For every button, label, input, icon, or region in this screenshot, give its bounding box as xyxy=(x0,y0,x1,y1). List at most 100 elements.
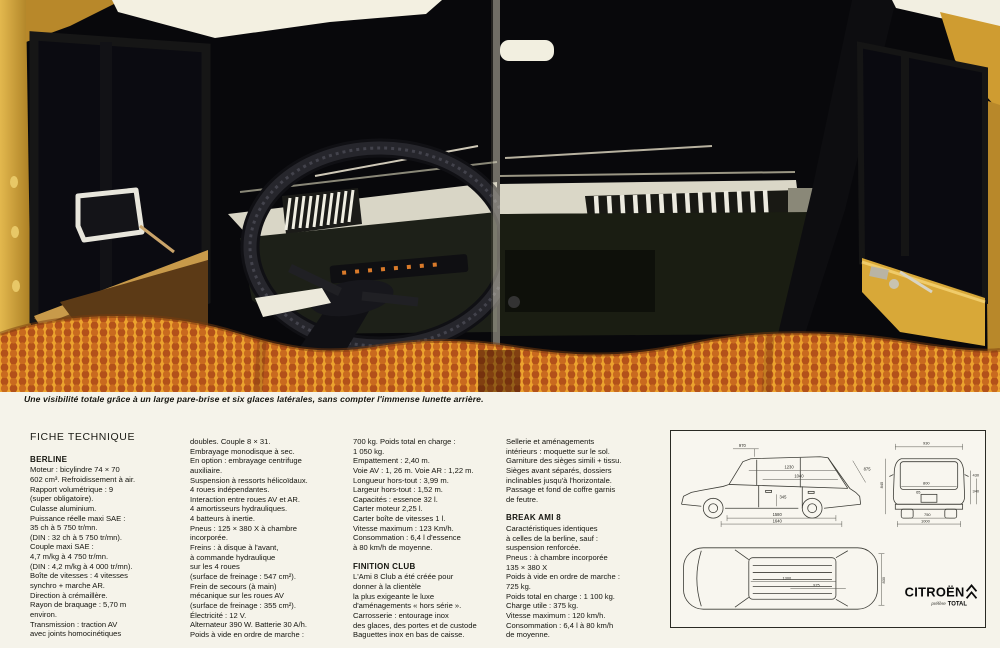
top-view-labels: 1300 975 830 xyxy=(782,575,885,587)
spec-line: de feutre. xyxy=(506,494,539,504)
prefere-label: préfère xyxy=(930,601,946,606)
rear-view-dimensions xyxy=(885,443,977,528)
dim-rear-small: 65 xyxy=(916,489,921,494)
spec-line: Vitesse maximum : 120 km/h. xyxy=(506,610,606,620)
spec-line: Capacités : essence 32 l. xyxy=(353,494,438,504)
spec-line: (DIN : 32 ch à 5 750 tr/mn). xyxy=(30,532,123,542)
spec-line: Carrosserie : entourage inox xyxy=(353,610,449,620)
dim-rear-bottom2: 1000 xyxy=(921,519,931,524)
spec-line: à commande hydraulique xyxy=(190,552,276,562)
spec-line: 35 ch à 5 750 tr/mn. xyxy=(30,523,98,533)
spec-line: mécanique sur les roues AV xyxy=(190,591,284,601)
dim-rear-inner: 800 xyxy=(923,480,930,485)
spec-line: Consommation : 6,4 l à 80 km/h xyxy=(506,620,614,630)
spec-line: doubles. Couple 8 × 31. xyxy=(190,437,271,446)
sun-visor-left xyxy=(112,0,442,38)
left-door-pillar xyxy=(0,0,122,392)
wiper-right-icon xyxy=(504,145,713,159)
spec-line: Passage et fond de coffre garnis xyxy=(506,485,616,495)
spec-line: Carter boîte de vitesses 1 l. xyxy=(353,514,446,524)
dim-rear-right2: 340 xyxy=(973,488,980,493)
interior-photo xyxy=(0,0,1000,392)
side-view-drawing xyxy=(681,456,862,519)
dim-top-b: 975 xyxy=(813,582,820,587)
spec-line: Boîte de vitesses : 4 vitesses xyxy=(30,571,128,581)
spec-line: 725 kg. xyxy=(506,581,531,591)
dim-rear-bottom1: 750 xyxy=(924,512,931,517)
sun-visor-right xyxy=(500,40,554,61)
technical-drawing-panel: 970 1230 1040 345 875 1580 1640 930 845 … xyxy=(670,430,986,628)
section-title-berline: BERLINE xyxy=(30,454,68,464)
spec-line: Baguettes inox en bas de caisse. xyxy=(353,630,465,640)
spec-column-1: FICHE TECHNIQUE BERLINE Moteur : bicylin… xyxy=(30,431,188,639)
spec-line: Freins : à disque à l'avant, xyxy=(190,543,279,553)
spec-line: Couple maxi SAE : xyxy=(30,542,94,552)
spec-line: Garniture des sièges simili + tissu. xyxy=(506,456,622,466)
spec-column-3: 700 kg. Poids total en charge :1 050 kg.… xyxy=(353,437,505,640)
total-wordmark: TOTAL xyxy=(948,602,968,608)
spec-line: Alternateur 390 W. Batterie 30 A/h. xyxy=(190,620,307,630)
spec-line: suspension renforcée. xyxy=(506,543,581,553)
rear-view-labels: 930 845 800 65 430 340 750 1000 xyxy=(879,440,980,523)
spec-line: Embrayage monodisque à sec. xyxy=(190,446,295,456)
technical-drawing: 970 1230 1040 345 875 1580 1640 930 845 … xyxy=(681,440,980,610)
spec-line: environ. xyxy=(30,609,58,619)
side-view-dimensions xyxy=(720,448,866,528)
spec-line: Poids total en charge : 1 100 kg. xyxy=(506,591,615,601)
dim-side-bottom2: 1640 xyxy=(773,519,783,524)
dimensions-spec-lines: 700 kg. Poids total en charge :1 050 kg.… xyxy=(353,437,505,553)
side-mirror-icon xyxy=(75,187,175,254)
interior-photo-art xyxy=(0,0,1000,392)
spec-line: de moyenne. xyxy=(506,630,550,640)
top-view-dimensions xyxy=(750,553,885,606)
spec-line: d'aménagements « hors série ». xyxy=(353,601,462,611)
wiper-left-icon xyxy=(314,145,479,177)
spec-line: Caractéristiques identiques xyxy=(506,524,598,534)
spec-line: Rayon de braquage : 5,70 m xyxy=(30,600,127,610)
spec-line: sur les 4 roues xyxy=(190,562,240,572)
photo-caption: Une visibilité totale grâce à un large p… xyxy=(24,394,484,404)
spec-line: Interaction entre roues AV et AR. xyxy=(190,494,301,504)
spec-line: 602 cm³. Refroidissement à air. xyxy=(30,474,136,484)
dim-top-a: 1300 xyxy=(782,575,792,580)
spec-line: incorporée. xyxy=(190,533,228,543)
spec-line: synchro + marche AR. xyxy=(30,581,105,590)
spec-line: Largeur hors-tout : 1,52 m. xyxy=(353,485,443,495)
instrument-cluster xyxy=(329,254,469,284)
spec-line: la plus exigeante le luxe xyxy=(353,591,435,601)
spec-column-2: doubles. Couple 8 × 31.Embrayage monodis… xyxy=(190,437,353,639)
spec-line: Rapport volumétrique : 9 xyxy=(30,484,114,494)
spec-line: (surface de freinage : 547 cm²). xyxy=(190,571,296,581)
spec-line: En option : embrayage centrifuge xyxy=(190,456,302,466)
berline-spec-lines-cont: doubles. Couple 8 × 31.Embrayage monodis… xyxy=(190,437,353,639)
spec-line: Électricité : 12 V. xyxy=(190,610,247,620)
spec-line: Suspension à ressorts hélicoïdaux. xyxy=(190,475,308,485)
spec-line: à 80 km/h de moyenne. xyxy=(353,543,433,553)
spec-line: Pneus : à chambre incorporée xyxy=(506,553,608,563)
spec-line: Empattement : 2,40 m. xyxy=(353,456,430,466)
spec-line: Pneus : 125 × 380 X à chambre xyxy=(190,523,298,533)
spec-line: Direction à crémaillère. xyxy=(30,590,108,600)
section-title-finition-club: FINITION CLUB xyxy=(353,561,416,571)
rear-view-drawing xyxy=(889,458,969,519)
spec-line: Poids à vide en ordre de marche : xyxy=(190,629,304,639)
right-door-sill xyxy=(861,258,986,346)
spec-line: 1 050 kg. xyxy=(353,446,385,456)
dim-side-door: 345 xyxy=(779,494,787,499)
spec-line: donner à la clientèle xyxy=(353,581,421,591)
dim-rear-top: 930 xyxy=(923,440,930,445)
gear-lever-icon xyxy=(255,288,331,317)
spec-line: 4,7 m/kg à 4 750 tr/mn. xyxy=(30,552,109,562)
spec-line: Longueur hors-tout : 3,99 m. xyxy=(353,475,449,485)
spec-line: Sellerie et aménagements xyxy=(506,437,595,446)
spec-line: Culasse aluminium. xyxy=(30,503,97,513)
spec-line: 135 × 380 X xyxy=(506,562,548,572)
spec-line: Transmission : traction AV xyxy=(30,619,118,629)
dim-rear-right1: 430 xyxy=(973,473,980,478)
page-title: FICHE TECHNIQUE xyxy=(30,431,136,443)
spec-line: Puissance réelle maxi SAE : xyxy=(30,513,126,523)
spec-line: Vitesse maximum : 123 Km/h. xyxy=(353,523,454,533)
